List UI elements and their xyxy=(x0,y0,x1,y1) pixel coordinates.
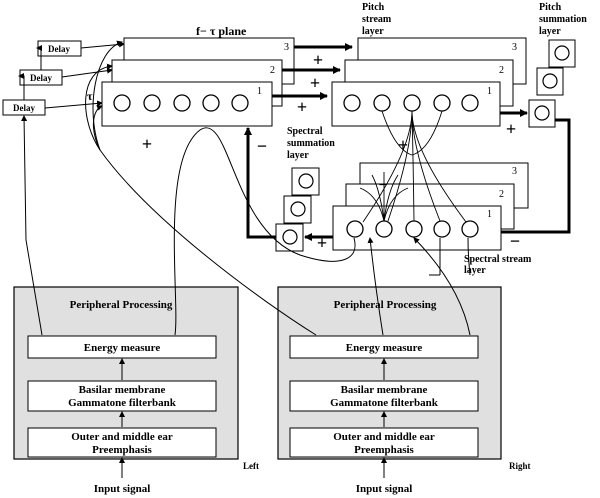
delay-box-2: Delay xyxy=(30,73,52,83)
left-channel-label: Left xyxy=(243,461,259,471)
basilar-right-line2: Gammatone filterbank xyxy=(330,397,439,409)
ft-layer-1-number: 1 xyxy=(257,86,262,97)
spectral-summation-label-2: summation xyxy=(287,138,335,149)
delay-chain: Delay Delay Delay xyxy=(2,40,125,336)
spectral-layer-1-number: 1 xyxy=(487,209,492,220)
outer-ear-right-line1: Outer and middle ear xyxy=(333,431,435,443)
outer-ear-left-line2: Preemphasis xyxy=(92,444,152,456)
energy-measure-left: Energy measure xyxy=(84,342,161,354)
peripheral-right-title: Peripheral Processing xyxy=(334,299,437,311)
spectral-summation-layer: Spectral summation layer + − xyxy=(244,126,335,253)
outer-ear-left-line1: Outer and middle ear xyxy=(71,431,173,443)
pitch-summation-label-1: Pitch xyxy=(539,2,562,13)
ft-plus-sign: + xyxy=(142,134,152,154)
pitch-stream-label-1: Pitch xyxy=(362,2,385,13)
outer-ear-right-line2: Preemphasis xyxy=(354,444,414,456)
pitch-layer-3-number: 3 xyxy=(512,42,517,53)
spectral-summation-plus: + xyxy=(317,233,327,253)
spectral-minus: − xyxy=(510,231,520,251)
spectral-stream-layer: 3 2 1 Spectral stream layer xyxy=(332,110,532,336)
pitch-plus-3: + xyxy=(313,50,323,70)
right-channel-label: Right xyxy=(509,461,531,471)
input-signal-right: Input signal xyxy=(356,483,413,495)
pitch-stream-layer: 3 2 1 Pitch stream layer + + + xyxy=(272,2,527,127)
tau-label: τ xyxy=(87,89,93,103)
feedback-minus: − xyxy=(257,136,267,156)
f-tau-plane: 3 2 1 f− τ plane τ + xyxy=(87,24,295,154)
spectral-summation-label-1: Spectral xyxy=(287,126,323,137)
ft-layer-3-number: 3 xyxy=(284,42,289,53)
pitch-plus-2: + xyxy=(310,73,320,93)
delay-box-3: Delay xyxy=(13,103,35,113)
spectral-stream-label-1: Spectral stream xyxy=(464,254,532,265)
pitch-stream-label-3: layer xyxy=(362,26,384,37)
pitch-stream-label-2: stream xyxy=(362,14,392,25)
peripheral-left-title: Peripheral Processing xyxy=(70,299,173,311)
energy-connections xyxy=(85,40,356,336)
spectral-layer-2-number: 2 xyxy=(499,189,504,200)
spectral-layer-3-number: 3 xyxy=(512,166,517,177)
input-signal-left: Input signal xyxy=(94,483,151,495)
basilar-right-line1: Basilar membrane xyxy=(341,384,428,396)
energy-measure-right: Energy measure xyxy=(346,342,423,354)
pitch-summation-plus: + xyxy=(506,119,516,139)
spectral-stream-label-2: layer xyxy=(464,265,486,276)
pitch-summation-layer: Pitch summation layer + − xyxy=(483,2,587,251)
pitch-layer-2-number: 2 xyxy=(499,65,504,76)
pitch-plus-1: + xyxy=(297,97,307,117)
peripheral-right: Peripheral Processing Energy measure Bas… xyxy=(277,286,531,495)
pitch-summation-label-2: summation xyxy=(539,14,587,25)
basilar-left-line1: Basilar membrane xyxy=(79,384,166,396)
peripheral-left: Peripheral Processing Energy measure Bas… xyxy=(13,286,259,495)
pitch-summation-label-3: layer xyxy=(539,26,561,37)
pitch-to-spectral-plus: + xyxy=(398,135,408,155)
spectral-stream-minus: − xyxy=(378,177,387,194)
basilar-left-line2: Gammatone filterbank xyxy=(68,397,177,409)
spectral-summation-label-3: layer xyxy=(287,150,309,161)
f-tau-plane-label: f− τ plane xyxy=(196,24,247,38)
ft-layer-2-number: 2 xyxy=(270,65,275,76)
pitch-layer-1-number: 1 xyxy=(487,86,492,97)
delay-box-1: Delay xyxy=(48,44,70,54)
